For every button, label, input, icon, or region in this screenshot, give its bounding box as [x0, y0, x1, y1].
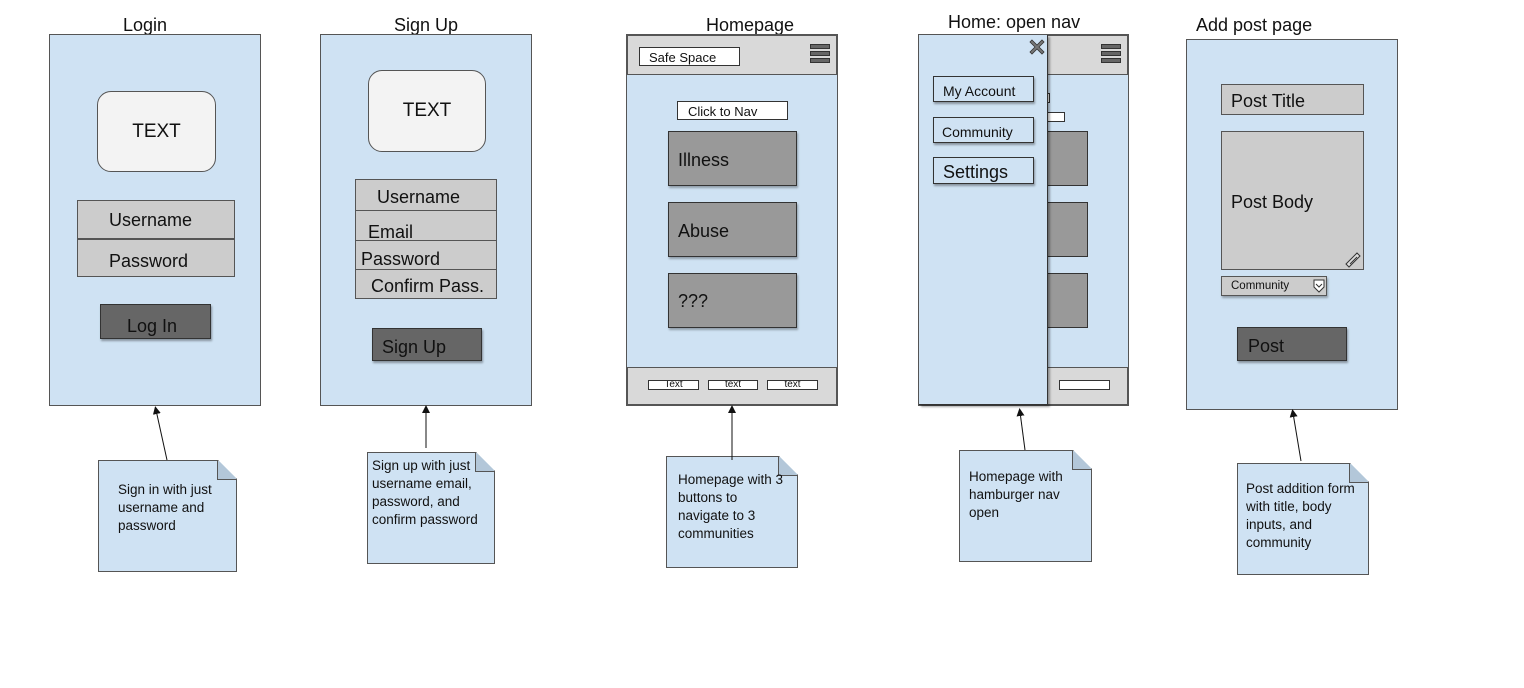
- signup-button[interactable]: Sign Up: [372, 328, 482, 361]
- login-arrow: [152, 406, 168, 461]
- signup-note: Sign up with just username email, passwo…: [367, 452, 495, 564]
- add-post-note-text: Post addition form with title, body inpu…: [1246, 481, 1355, 550]
- hamburger-icon[interactable]: [810, 44, 830, 65]
- home-nav-screen: My Account Community Settings: [918, 34, 1129, 406]
- post-button[interactable]: Post: [1237, 327, 1347, 361]
- footer-link[interactable]: [1059, 380, 1110, 390]
- login-note-text: Sign in with just username and password: [118, 482, 212, 533]
- post-body-field[interactable]: Post Body: [1221, 131, 1364, 270]
- footer-link[interactable]: text: [767, 380, 818, 390]
- add-post-screen: Post Title Post Body Community Post: [1186, 39, 1398, 410]
- signup-screen: TEXT Username Email Password Confirm Pas…: [320, 34, 532, 406]
- footer-link[interactable]: Text: [648, 380, 699, 390]
- signup-username-field[interactable]: Username: [355, 179, 497, 211]
- homepage-note: Homepage with 3 buttons to navigate to 3…: [666, 456, 798, 568]
- signup-note-text: Sign up with just username email, passwo…: [372, 458, 478, 527]
- login-title: Login: [123, 15, 168, 35]
- homepage-title: Homepage: [706, 15, 795, 35]
- signup-confirm-field[interactable]: Confirm Pass.: [355, 269, 497, 299]
- home-nav-note: Homepage with hamburger nav open: [959, 450, 1092, 562]
- footer-bar: Text text text: [627, 367, 837, 405]
- signup-email-field[interactable]: Email: [355, 210, 497, 241]
- community-select[interactable]: Community: [1221, 276, 1327, 296]
- login-button[interactable]: Log In: [100, 304, 211, 339]
- home-nav-arrow: [1016, 408, 1026, 451]
- home-nav-note-text: Homepage with hamburger nav open: [969, 469, 1063, 520]
- header-bar: Safe Space: [627, 35, 837, 75]
- password-field[interactable]: Password: [77, 239, 235, 277]
- footer-link[interactable]: text: [708, 380, 758, 390]
- click-to-nav-button[interactable]: Click to Nav: [677, 101, 788, 120]
- add-post-title: Add post page: [1196, 15, 1313, 35]
- resize-handle-icon[interactable]: [1342, 249, 1362, 269]
- chevron-down-icon[interactable]: [1312, 278, 1326, 294]
- community-button-illness[interactable]: Illness: [668, 131, 797, 186]
- homepage-screen: Safe Space Click to Nav Illness Abuse ??…: [626, 34, 838, 406]
- hamburger-icon[interactable]: [1101, 44, 1121, 65]
- login-logo: TEXT: [97, 91, 216, 172]
- community-button-abuse[interactable]: Abuse: [668, 202, 797, 257]
- signup-password-field[interactable]: Password: [355, 240, 497, 270]
- login-note: Sign in with just username and password: [98, 460, 237, 572]
- menu-item-settings[interactable]: Settings: [933, 157, 1034, 184]
- community-button-unknown[interactable]: ???: [668, 273, 797, 328]
- username-field[interactable]: Username: [77, 200, 235, 239]
- add-post-note: Post addition form with title, body inpu…: [1237, 463, 1369, 575]
- signup-title: Sign Up: [394, 15, 459, 35]
- menu-item-my-account[interactable]: My Account: [933, 76, 1034, 102]
- home-nav-title: Home: open nav: [948, 12, 1081, 32]
- nav-drawer: My Account Community Settings: [919, 35, 1048, 405]
- signup-logo: TEXT: [368, 70, 486, 152]
- add-post-arrow: [1289, 409, 1302, 462]
- post-title-field[interactable]: Post Title: [1221, 84, 1364, 115]
- menu-item-community[interactable]: Community: [933, 117, 1034, 143]
- close-icon[interactable]: [1029, 39, 1045, 55]
- login-screen: TEXT Username Password Log In: [49, 34, 261, 406]
- app-name-label: Safe Space: [639, 47, 740, 66]
- homepage-note-text: Homepage with 3 buttons to navigate to 3…: [678, 472, 784, 541]
